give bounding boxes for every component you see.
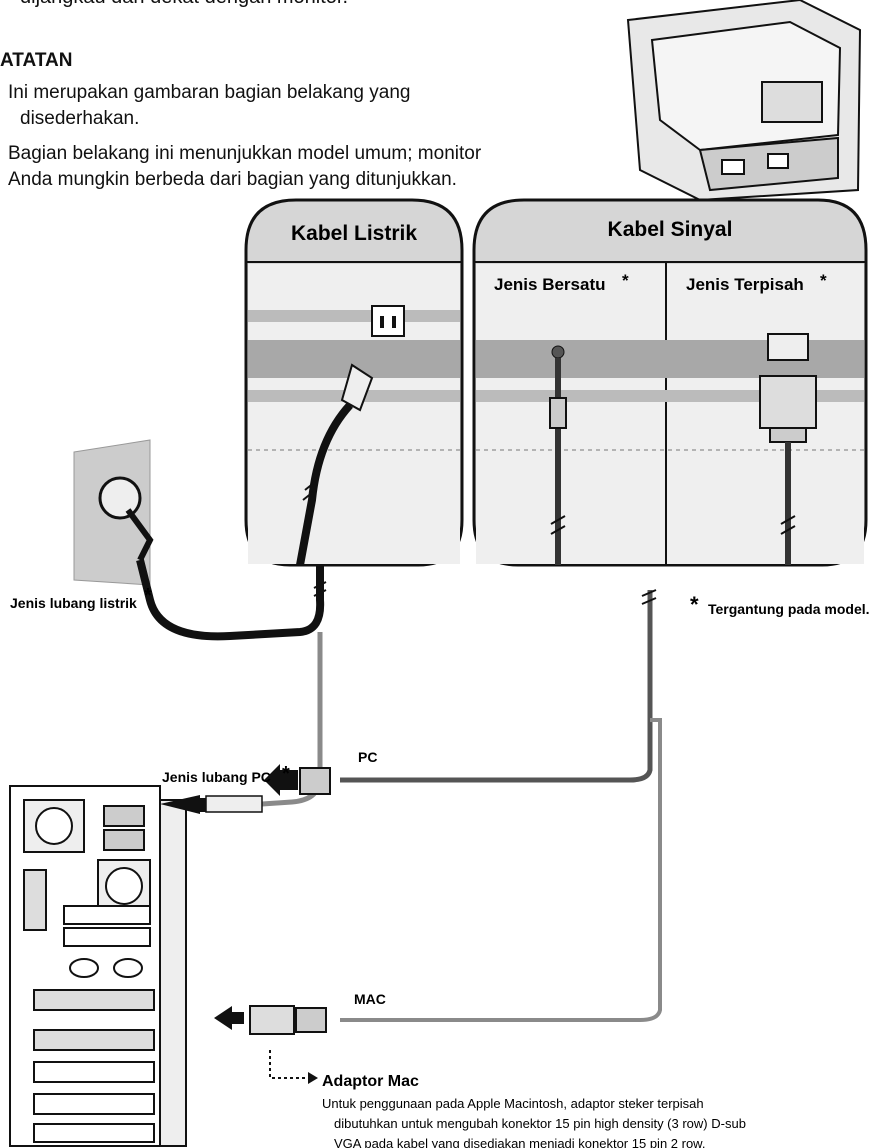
mac-adaptor-label: Adaptor Mac xyxy=(322,1073,419,1090)
wall-outlet-asterisk: * xyxy=(144,585,152,607)
power-panel xyxy=(244,198,464,567)
integrated-type-label: Jenis Bersatu xyxy=(494,275,606,294)
power-cable xyxy=(136,559,325,641)
wall-outlet-label: Jenis lubang listrik xyxy=(10,595,137,611)
note-line-3: Bagian belakang ini menunjukkan model um… xyxy=(8,143,482,164)
pc-tower-illustration xyxy=(9,785,187,1147)
separate-asterisk: * xyxy=(820,271,827,290)
footnote-line-2: dibutuhkan untuk mengubah konektor 15 pi… xyxy=(334,1116,746,1131)
pc-connector-label: PC xyxy=(358,749,377,765)
note-line-2: disederhakan. xyxy=(20,108,140,129)
signal-cable-mac xyxy=(340,718,662,1022)
integrated-asterisk: * xyxy=(622,271,629,290)
mac-connector-label: MAC xyxy=(354,991,386,1007)
mac-signal-arrow xyxy=(214,1006,244,1030)
top-line-text: dijangkau dan dekat dengan monitor. xyxy=(20,0,348,9)
separate-type-label: Jenis Terpisah xyxy=(686,275,804,294)
signal-cable-pc xyxy=(340,590,653,783)
pc-outlet-label: Jenis lubang PC xyxy=(162,769,271,785)
depends-asterisk: * xyxy=(690,592,699,617)
depends-on-model-label: Tergantung pada model. xyxy=(708,601,870,617)
note-line-1: Ini merupakan gambaran bagian belakang y… xyxy=(8,82,411,103)
power-panel-title: Kabel Listrik xyxy=(291,222,417,245)
footnote-line-3: VGA pada kabel yang disediakan menjadi k… xyxy=(334,1136,705,1148)
adaptor-pointer xyxy=(269,1050,310,1079)
signal-panel-title: Kabel Sinyal xyxy=(608,218,733,241)
pc-outlet-asterisk: * xyxy=(282,763,290,785)
note-heading: ATATAN xyxy=(0,50,73,71)
note-line-4: Anda mungkin berbeda dari bagian yang di… xyxy=(8,169,457,190)
signal-panel xyxy=(472,198,868,567)
footnote-line-1: Untuk penggunaan pada Apple Macintosh, a… xyxy=(322,1096,704,1111)
monitor-illustration xyxy=(626,0,862,214)
power-arrow xyxy=(160,795,200,814)
pc-signal-arrow xyxy=(264,764,298,796)
